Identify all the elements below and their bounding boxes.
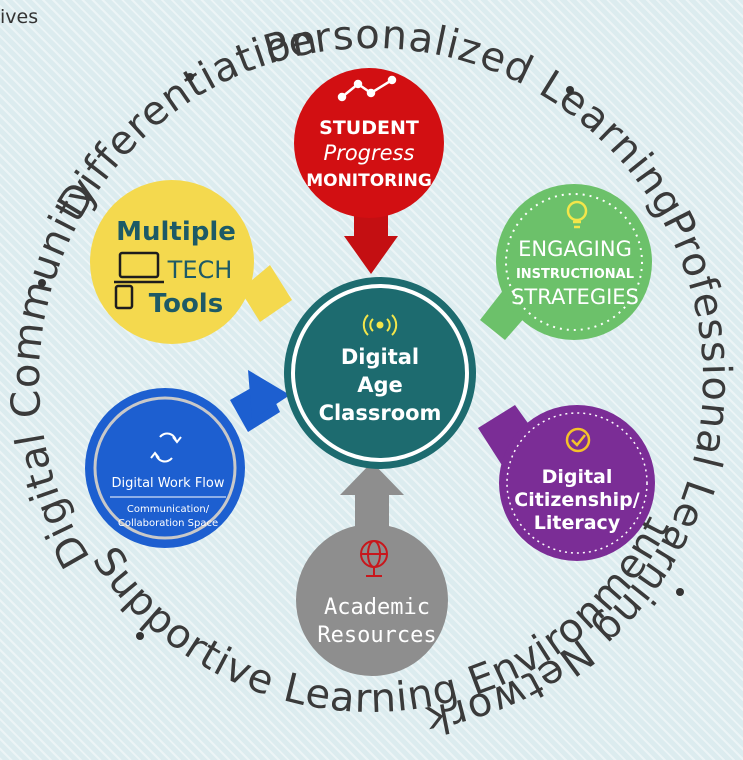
node-engaging-strategies: ENGAGING INSTRUCTIONAL STRATEGIES — [480, 184, 652, 340]
engaging-line1: ENGAGING — [518, 237, 632, 261]
center-line2: Age — [357, 373, 403, 397]
citizenship-line1: Digital — [542, 466, 613, 488]
checkmark-circle-icon — [565, 427, 591, 453]
ring-dot — [38, 279, 46, 287]
workflow-line3: Collaboration Space — [118, 518, 218, 529]
ring-dot — [186, 73, 194, 81]
ring-label-left: Digital Community — [3, 169, 108, 576]
node-digital-work-flow: Digital Work Flow Communication/ Collabo… — [85, 370, 290, 548]
node-digital-citizenship: Digital Citizenship/ Literacy — [478, 405, 655, 561]
center-line1: Digital — [341, 345, 419, 369]
line-graph-icon — [337, 75, 397, 102]
engaging-line2: INSTRUCTIONAL — [516, 267, 634, 282]
multiple-tech-line1: Multiple — [116, 217, 236, 247]
node-student-progress: STUDENT Progress MONITORING — [294, 68, 444, 274]
multiple-tech-line2: TECH — [167, 256, 233, 284]
sync-arrows-icon — [150, 432, 182, 463]
ring-dot — [566, 86, 574, 94]
ring-dot — [676, 588, 684, 596]
citizenship-line3: Literacy — [534, 512, 621, 534]
center-line3: Classroom — [319, 401, 442, 425]
laptop-tablet-icon — [114, 251, 164, 310]
corner-partial-text: ives — [0, 6, 39, 28]
workflow-line1: Digital Work Flow — [111, 476, 224, 491]
student-progress-line3: MONITORING — [306, 171, 432, 191]
center-digital-age-classroom: Digital Age Classroom — [284, 277, 476, 469]
student-progress-line1: STUDENT — [319, 117, 419, 139]
lightbulb-icon — [566, 200, 588, 229]
node-multiple-tech-tools: Multiple TECH Tools — [90, 180, 292, 344]
wireless-signal-icon — [362, 314, 398, 336]
ring-dot — [136, 632, 144, 640]
citizenship-line2: Citizenship/ — [514, 489, 639, 511]
workflow-line2: Communication/ — [127, 504, 210, 515]
node-academic-resources: Academic Resources — [296, 462, 448, 676]
multiple-tech-line3: Tools — [149, 289, 223, 319]
globe-icon — [360, 540, 388, 577]
academic-line1: Academic — [324, 595, 430, 620]
academic-line2: Resources — [317, 623, 436, 648]
student-progress-line2: Progress — [324, 141, 415, 165]
engaging-line3: STRATEGIES — [511, 285, 639, 309]
